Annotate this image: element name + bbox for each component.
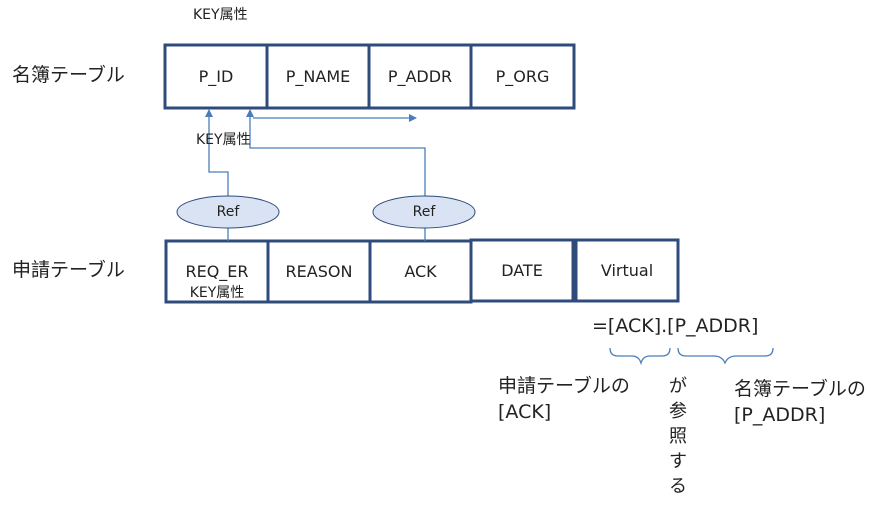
ref-ellipse-req-er <box>176 195 280 229</box>
annotation-right-line1: 名簿テーブルの <box>734 378 866 400</box>
meibo-key-label: KEY属性 <box>193 7 248 23</box>
meibo-field-label-p-id: P_ID <box>198 67 234 86</box>
meibo-field-label-p-addr: P_ADDR <box>387 67 453 86</box>
meibo-table-name: 名簿テーブル <box>12 64 125 86</box>
ref-label-ack: Ref <box>412 204 436 220</box>
meibo-field-box-p-addr <box>367 43 473 110</box>
shinsei-field-box-reason <box>266 239 372 304</box>
shinsei-field-box-date <box>469 238 575 303</box>
virtual-formula: =[ACK].[P_ADDR] <box>592 315 759 337</box>
shinsei-field-box-ack <box>368 239 473 304</box>
ref-arrow-req-er-to-p-id <box>205 109 229 196</box>
shinsei-field-box-req-er <box>164 239 270 304</box>
meibo-field-box-p-org <box>469 43 576 110</box>
ref-label-req-er: Ref <box>216 204 240 220</box>
ref-ellipse-ack <box>372 195 476 229</box>
shinsei-field-label-req-er: REQ_ER <box>185 262 249 281</box>
meibo-field-label-p-name: P_NAME <box>285 67 351 86</box>
brace-p-addr <box>677 347 774 365</box>
shinsei-field-label-virtual: Virtual <box>600 261 654 280</box>
ref-key-label: KEY属性 <box>196 132 251 148</box>
ref-arrow-ack-to-p-id <box>246 109 426 196</box>
shinsei-key-label: KEY属性 <box>189 285 245 301</box>
meibo-field-box-p-id <box>163 43 269 110</box>
shinsei-field-box-virtual <box>574 238 680 303</box>
meibo-field-box-p-name <box>265 43 371 110</box>
shinsei-field-label-reason: REASON <box>285 262 353 281</box>
meibo-field-label-p-org: P_ORG <box>495 67 550 86</box>
shinsei-field-label-date: DATE <box>501 261 543 280</box>
shinsei-field-label-ack: ACK <box>404 262 437 281</box>
brace-ack <box>609 347 671 366</box>
annotation-left-line2: [ACK] <box>498 401 552 423</box>
annotation-right-line2: [P_ADDR] <box>734 404 826 426</box>
annotation-middle-vertical: が参照する <box>669 376 687 497</box>
annotation-left-line1: 申請テーブルの <box>498 375 630 397</box>
shinsei-table-name: 申請テーブル <box>12 259 125 281</box>
